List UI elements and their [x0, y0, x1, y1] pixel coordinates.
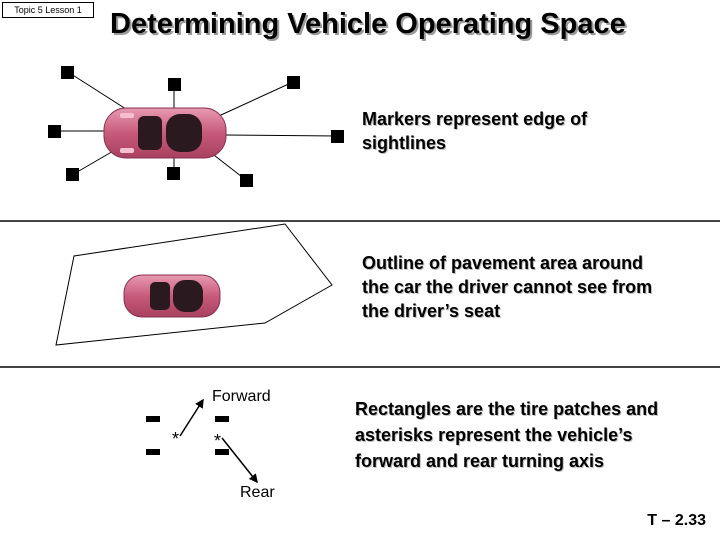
caption-line: Markers represent edge of — [362, 109, 588, 129]
tire-patch-front-left — [215, 416, 229, 422]
sightlines-caption: Markers represent edge of sightlines — [362, 107, 587, 155]
caption-line: the car the driver cannot see from — [362, 277, 653, 297]
caption-line: Outline of pavement area around — [362, 253, 644, 273]
sightline-marker — [66, 168, 79, 181]
car-top-view-small — [123, 274, 221, 318]
page-title: Determining Vehicle Operating Space — [110, 8, 626, 40]
tire-patch-front-right — [215, 449, 229, 455]
front-axis-asterisk: * — [214, 431, 222, 451]
topic-label: Topic 5 Lesson 1 — [2, 2, 94, 18]
caption-line: the driver’s seat — [362, 301, 501, 321]
forward-label: Forward — [212, 388, 271, 405]
axis-caption: Rectangles are the tire patches and aste… — [355, 396, 658, 474]
tire-patch-rear-right — [146, 449, 160, 455]
pavement-outline — [55, 223, 333, 346]
rear-arrow — [221, 437, 258, 484]
rear-axis-asterisk: * — [172, 429, 180, 449]
pavement-caption: Outline of pavement area around the car … — [362, 251, 652, 323]
caption-line: asterisks represent the vehicle’s — [355, 425, 633, 445]
sightline-marker — [167, 167, 180, 180]
forward-arrow — [179, 398, 204, 437]
sightline-marker — [48, 125, 61, 138]
sightline-marker — [287, 76, 300, 89]
sightline-marker — [331, 130, 344, 143]
caption-line: Rectangles are the tire patches and — [355, 399, 659, 419]
slide-number: T – 2.33 — [647, 512, 706, 529]
sightline-marker — [61, 66, 74, 79]
sightline-marker — [168, 78, 181, 91]
sightline-marker — [240, 174, 253, 187]
tire-patches — [146, 416, 229, 455]
caption-line: sightlines — [362, 133, 447, 153]
car-top-view-large — [103, 107, 227, 159]
rear-label: Rear — [240, 484, 275, 501]
caption-line: forward and rear turning axis — [355, 451, 605, 471]
tire-patch-rear-left — [146, 416, 160, 422]
